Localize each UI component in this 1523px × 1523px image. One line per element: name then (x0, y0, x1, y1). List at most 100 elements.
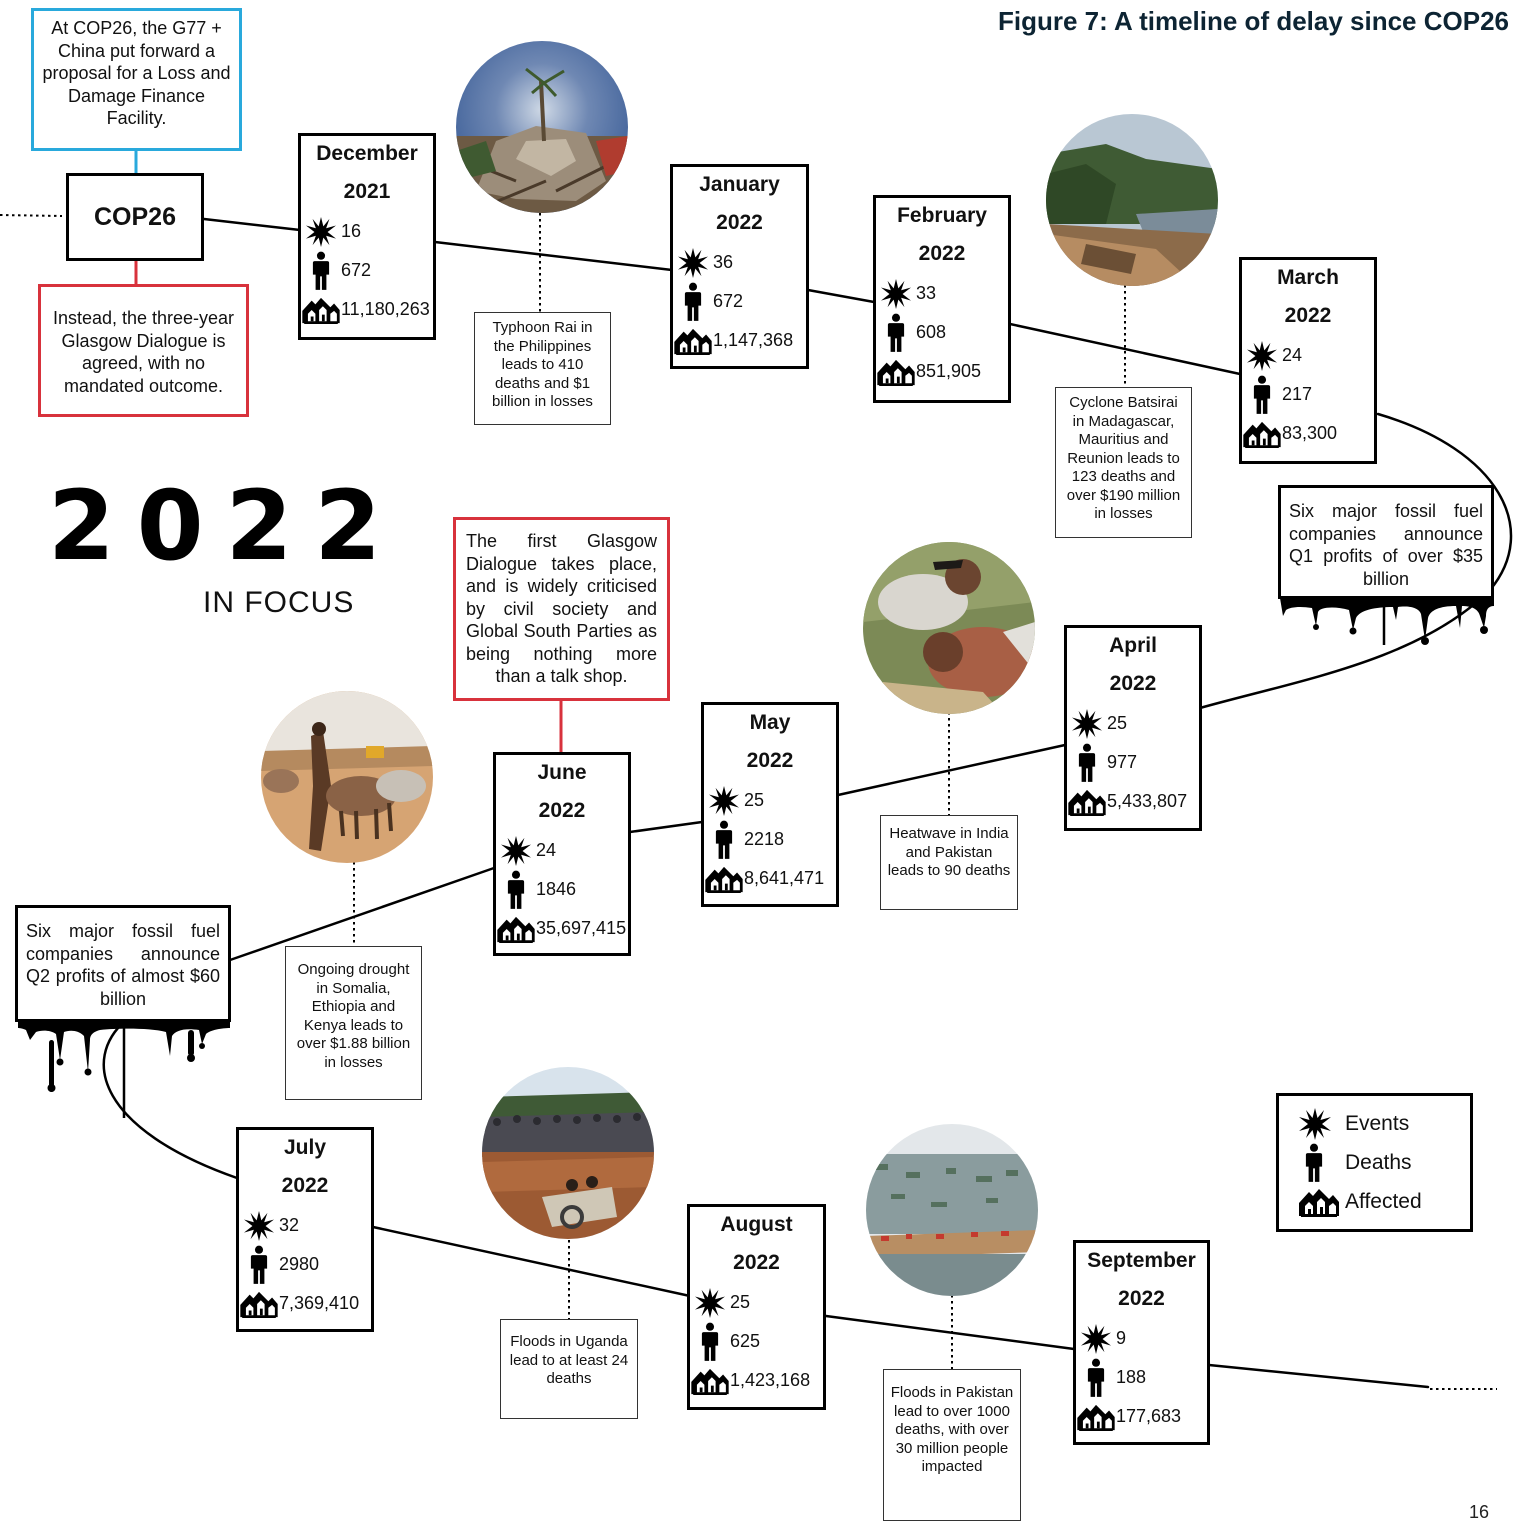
houses-icon (673, 327, 713, 355)
person-icon (1076, 1357, 1116, 1399)
cop26-proposal-note: At COP26, the G77 + China put forward a … (31, 8, 242, 151)
month-name: July (283, 1136, 327, 1159)
month-year: 2022 (538, 799, 586, 822)
events-count: 32 (279, 1215, 300, 1235)
legend: Events Deaths Affected (1276, 1093, 1473, 1232)
photo-drought (261, 691, 433, 863)
person-icon (496, 869, 536, 911)
month-name: February (897, 204, 987, 227)
person-icon (1299, 1142, 1345, 1184)
month-name: May (749, 711, 791, 734)
legend-affected-label: Affected (1345, 1189, 1422, 1213)
note-q1-profits: Six major fossil fuel companies announce… (1278, 485, 1494, 599)
person-icon (239, 1244, 279, 1286)
houses-icon (690, 1367, 730, 1395)
dotted-lead-in (0, 214, 63, 217)
figure-title: Figure 7: A timeline of delay since COP2… (998, 6, 1509, 36)
person-icon (704, 819, 744, 861)
month-card-september-2022: September 2022 9 188 177,683 (1073, 1240, 1210, 1445)
month-card-july-2022: July 2022 32 2980 7,369,410 (236, 1127, 374, 1332)
timeline-curve-left (102, 1018, 239, 1180)
deaths-count: 625 (730, 1331, 761, 1351)
affected-count: 35,697,415 (536, 918, 627, 938)
photo-heatwave (863, 542, 1035, 714)
month-year: 2022 (1109, 672, 1157, 695)
deaths-count: 2980 (279, 1254, 320, 1274)
timeline-line (228, 743, 1067, 962)
month-card-march-2022: March 2022 24 217 83,300 (1239, 257, 1377, 464)
deaths-count: 672 (713, 291, 744, 311)
deaths-count: 217 (1282, 384, 1313, 404)
month-card-may-2022: May 2022 25 2218 8,641,471 (701, 702, 839, 907)
month-name: June (537, 761, 587, 784)
month-year: 2022 (918, 242, 966, 265)
affected-count: 8,641,471 (744, 868, 825, 888)
deaths-count: 977 (1107, 752, 1138, 772)
person-icon (301, 250, 341, 292)
cop26-label: COP26 (94, 202, 176, 231)
oil-drip-q1 (1280, 598, 1494, 645)
timeline-line (202, 217, 1242, 376)
month-card-june-2022: June 2022 24 1846 35,697,415 (493, 752, 631, 956)
deaths-count: 2218 (744, 829, 785, 849)
events-count: 25 (1107, 713, 1128, 733)
person-icon (690, 1321, 730, 1363)
photo-pakistan-floods (866, 1124, 1038, 1296)
month-year: 2022 (733, 1251, 780, 1274)
note-q2-profits: Six major fossil fuel companies announce… (15, 905, 231, 1022)
events-count: 25 (744, 790, 765, 810)
deaths-count: 188 (1116, 1367, 1147, 1387)
person-icon (673, 281, 713, 323)
deaths-count: 1846 (536, 879, 577, 899)
houses-icon (496, 915, 536, 943)
houses-icon (301, 296, 341, 324)
month-name: August (720, 1213, 793, 1236)
legend-deaths-label: Deaths (1345, 1150, 1412, 1174)
cop26-outcome-note: Instead, the three-year Glasgow Dialogue… (38, 284, 249, 417)
caption-drought: Ongoing drought in Somalia, Ethiopia and… (285, 946, 422, 1100)
month-name: March (1277, 266, 1339, 289)
affected-count: 7,369,410 (279, 1293, 360, 1313)
houses-icon (876, 358, 916, 386)
note-glasgow-dialogue: The first Glasgow Dialogue takes place, … (453, 517, 670, 701)
page-number: 16 (1468, 1502, 1489, 1522)
month-year: 2022 (746, 749, 794, 772)
houses-icon (1076, 1403, 1116, 1431)
events-count: 24 (1282, 345, 1303, 365)
oil-drip-q2 (18, 1021, 230, 1092)
month-name: September (1087, 1249, 1196, 1272)
month-card-december-2021: December 2021 16 672 11,180,263 (298, 133, 436, 340)
focus-subtitle: IN FOCUS (203, 586, 355, 619)
starburst-icon (239, 1211, 279, 1241)
affected-count: 1,423,168 (730, 1370, 811, 1390)
focus-year: 2022 (48, 470, 404, 582)
events-count: 33 (916, 283, 937, 303)
month-card-january-2022: January 2022 36 672 1,147,368 (670, 164, 809, 369)
houses-icon (1242, 420, 1282, 448)
caption-uganda-floods: Floods in Uganda lead to at least 24 dea… (500, 1319, 638, 1419)
affected-count: 1,147,368 (713, 330, 794, 350)
person-icon (1242, 374, 1282, 416)
caption-pakistan-floods: Floods in Pakistan lead to over 1000 dea… (883, 1369, 1021, 1521)
starburst-icon (1067, 709, 1107, 739)
person-icon (1067, 742, 1107, 784)
starburst-icon (496, 836, 536, 866)
month-year: 2022 (1284, 304, 1332, 327)
deaths-count: 672 (341, 260, 372, 280)
starburst-icon (1076, 1324, 1116, 1354)
person-icon (876, 312, 916, 354)
photo-uganda-floods (482, 1067, 654, 1239)
starburst-icon (1242, 341, 1282, 371)
starburst-icon (704, 786, 744, 816)
events-count: 9 (1116, 1328, 1127, 1348)
starburst-icon (673, 248, 713, 278)
events-count: 36 (713, 252, 734, 272)
legend-events-label: Events (1345, 1111, 1410, 1135)
caption-heatwave: Heatwave in India and Pakistan leads to … (880, 815, 1018, 910)
starburst-icon (690, 1288, 730, 1318)
events-count: 16 (341, 221, 362, 241)
timeline-line (371, 1225, 1430, 1389)
affected-count: 177,683 (1116, 1406, 1182, 1426)
month-year: 2022 (1118, 1287, 1165, 1310)
houses-icon (1299, 1187, 1345, 1217)
